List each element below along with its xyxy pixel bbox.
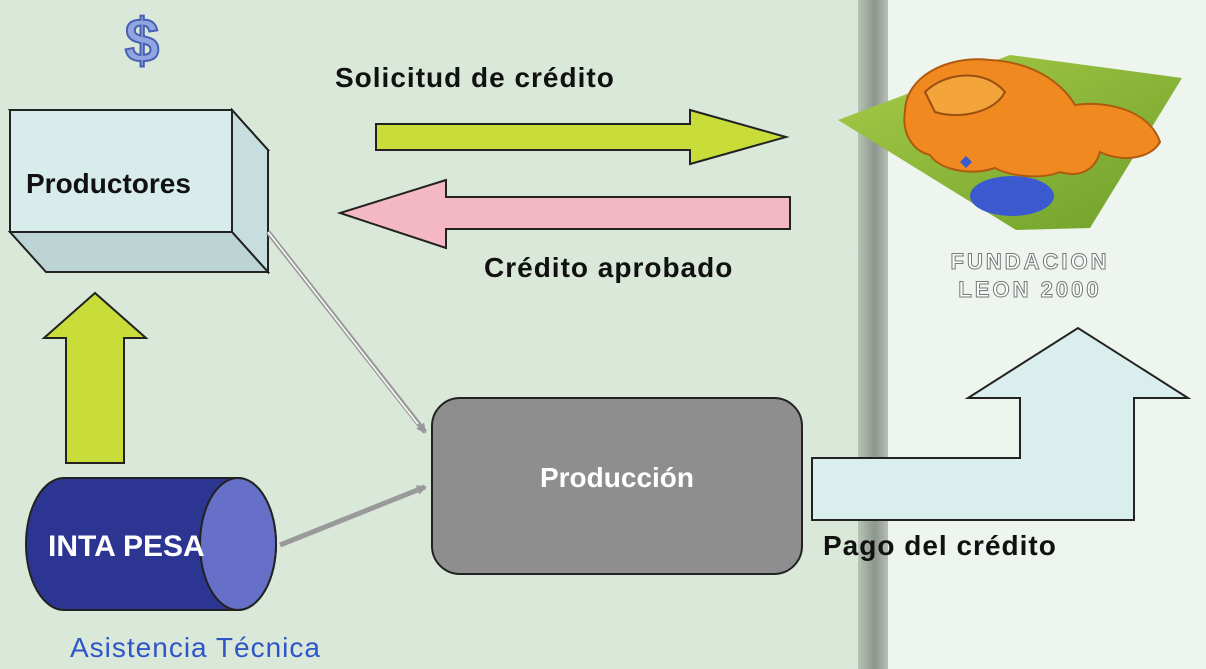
fundacion-logo-text: FUNDACION LEON 2000 bbox=[880, 248, 1180, 304]
produccion-box bbox=[431, 397, 803, 575]
solicitud-label: Solicitud de crédito bbox=[335, 62, 615, 93]
asistencia-label: Asistencia Técnica bbox=[70, 632, 321, 663]
aprobado-label: Crédito aprobado bbox=[484, 252, 734, 283]
productores-box bbox=[7, 107, 271, 275]
pago-label: Pago del crédito bbox=[823, 530, 1057, 561]
inta-pesa-cylinder bbox=[25, 477, 277, 611]
fundacion-logo bbox=[838, 55, 1182, 230]
aprobado-arrow bbox=[336, 178, 791, 250]
pago-arrow bbox=[811, 326, 1192, 521]
dollar-icon: $ bbox=[124, 6, 160, 77]
fundacion-logo-line1: FUNDACION bbox=[950, 249, 1110, 275]
fundacion-logo-line2: LEON 2000 bbox=[958, 277, 1102, 303]
inta-pesa-label: INTA PESA bbox=[48, 530, 205, 563]
solicitud-arrow bbox=[375, 108, 790, 166]
inta-to-produccion-connector bbox=[279, 484, 427, 548]
asistencia-arrow bbox=[41, 291, 149, 464]
productores-to-produccion-connector-inner bbox=[267, 231, 419, 425]
productores-label: Productores bbox=[26, 168, 191, 199]
produccion-label: Producción bbox=[539, 462, 694, 493]
